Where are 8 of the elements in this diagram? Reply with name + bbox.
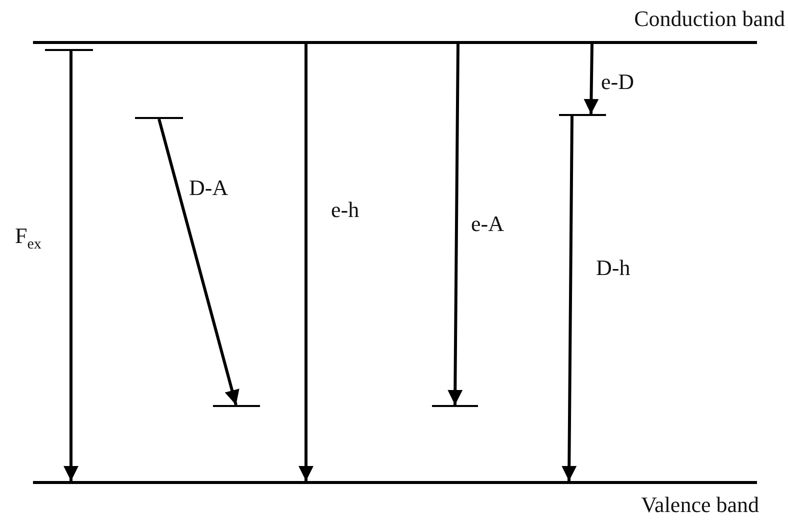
transition-arrow [584, 44, 599, 114]
band-label: Valence band [641, 493, 759, 517]
transition-arrow [562, 116, 577, 482]
transition-arrow [298, 44, 314, 481]
band-label: Conduction band [634, 7, 785, 31]
transition-arrow [158, 118, 240, 406]
transition-arrow [448, 44, 463, 406]
transition-arrow [64, 51, 78, 481]
